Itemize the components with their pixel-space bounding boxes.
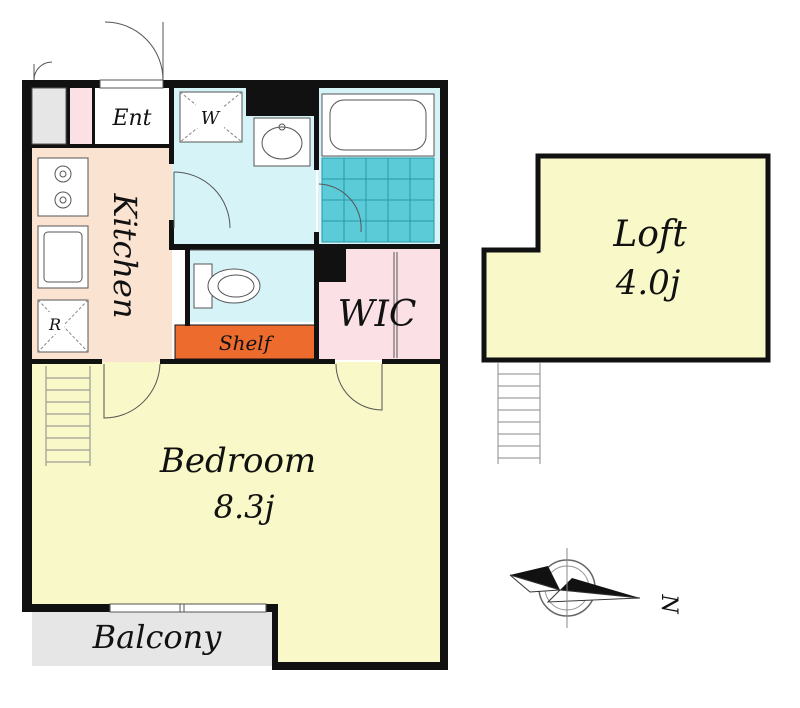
bedroom-floor [32,362,440,662]
bedroom-door[interactable] [103,363,161,419]
stove [37,157,89,217]
balcony [32,610,272,666]
loft-ladder-2 [497,362,541,464]
wash-basin [253,117,311,167]
refrigerator-label: R [48,315,61,334]
bedroom-size-label: 8.3j [214,488,275,526]
bathtub [321,93,435,157]
closet-door [33,61,53,81]
front-door[interactable] [104,21,164,81]
balcony-window [109,603,267,613]
refrigerator-space [37,299,89,353]
bath-tile-floor [321,157,435,243]
washroom-door [173,171,231,229]
wic-door[interactable] [335,363,383,411]
compass-icon [509,548,641,628]
inner-outlines [31,87,398,360]
bath-door [318,183,362,233]
loft-ladder [45,366,91,466]
kitchen-label: Kitchen [106,192,144,318]
north-label: N [656,593,681,614]
shelf-label: Shelf [219,331,275,355]
entry-closet [32,88,66,146]
washer-label: W [201,108,221,129]
entrance-floor [95,88,173,146]
bedroom-label: Bedroom [159,441,316,481]
loft [481,153,771,363]
loft-size-label: 4.0j [615,263,681,303]
balcony-label: Balcony [92,618,223,656]
shelf [175,325,315,359]
loft-label: Loft [612,214,687,255]
entrance-label: Ent [111,106,151,131]
kitchen-sink [37,225,89,289]
toilet [193,263,261,309]
wic-label: WIC [338,294,417,335]
entry-closet-pink [70,88,92,146]
washer-space [179,91,243,143]
